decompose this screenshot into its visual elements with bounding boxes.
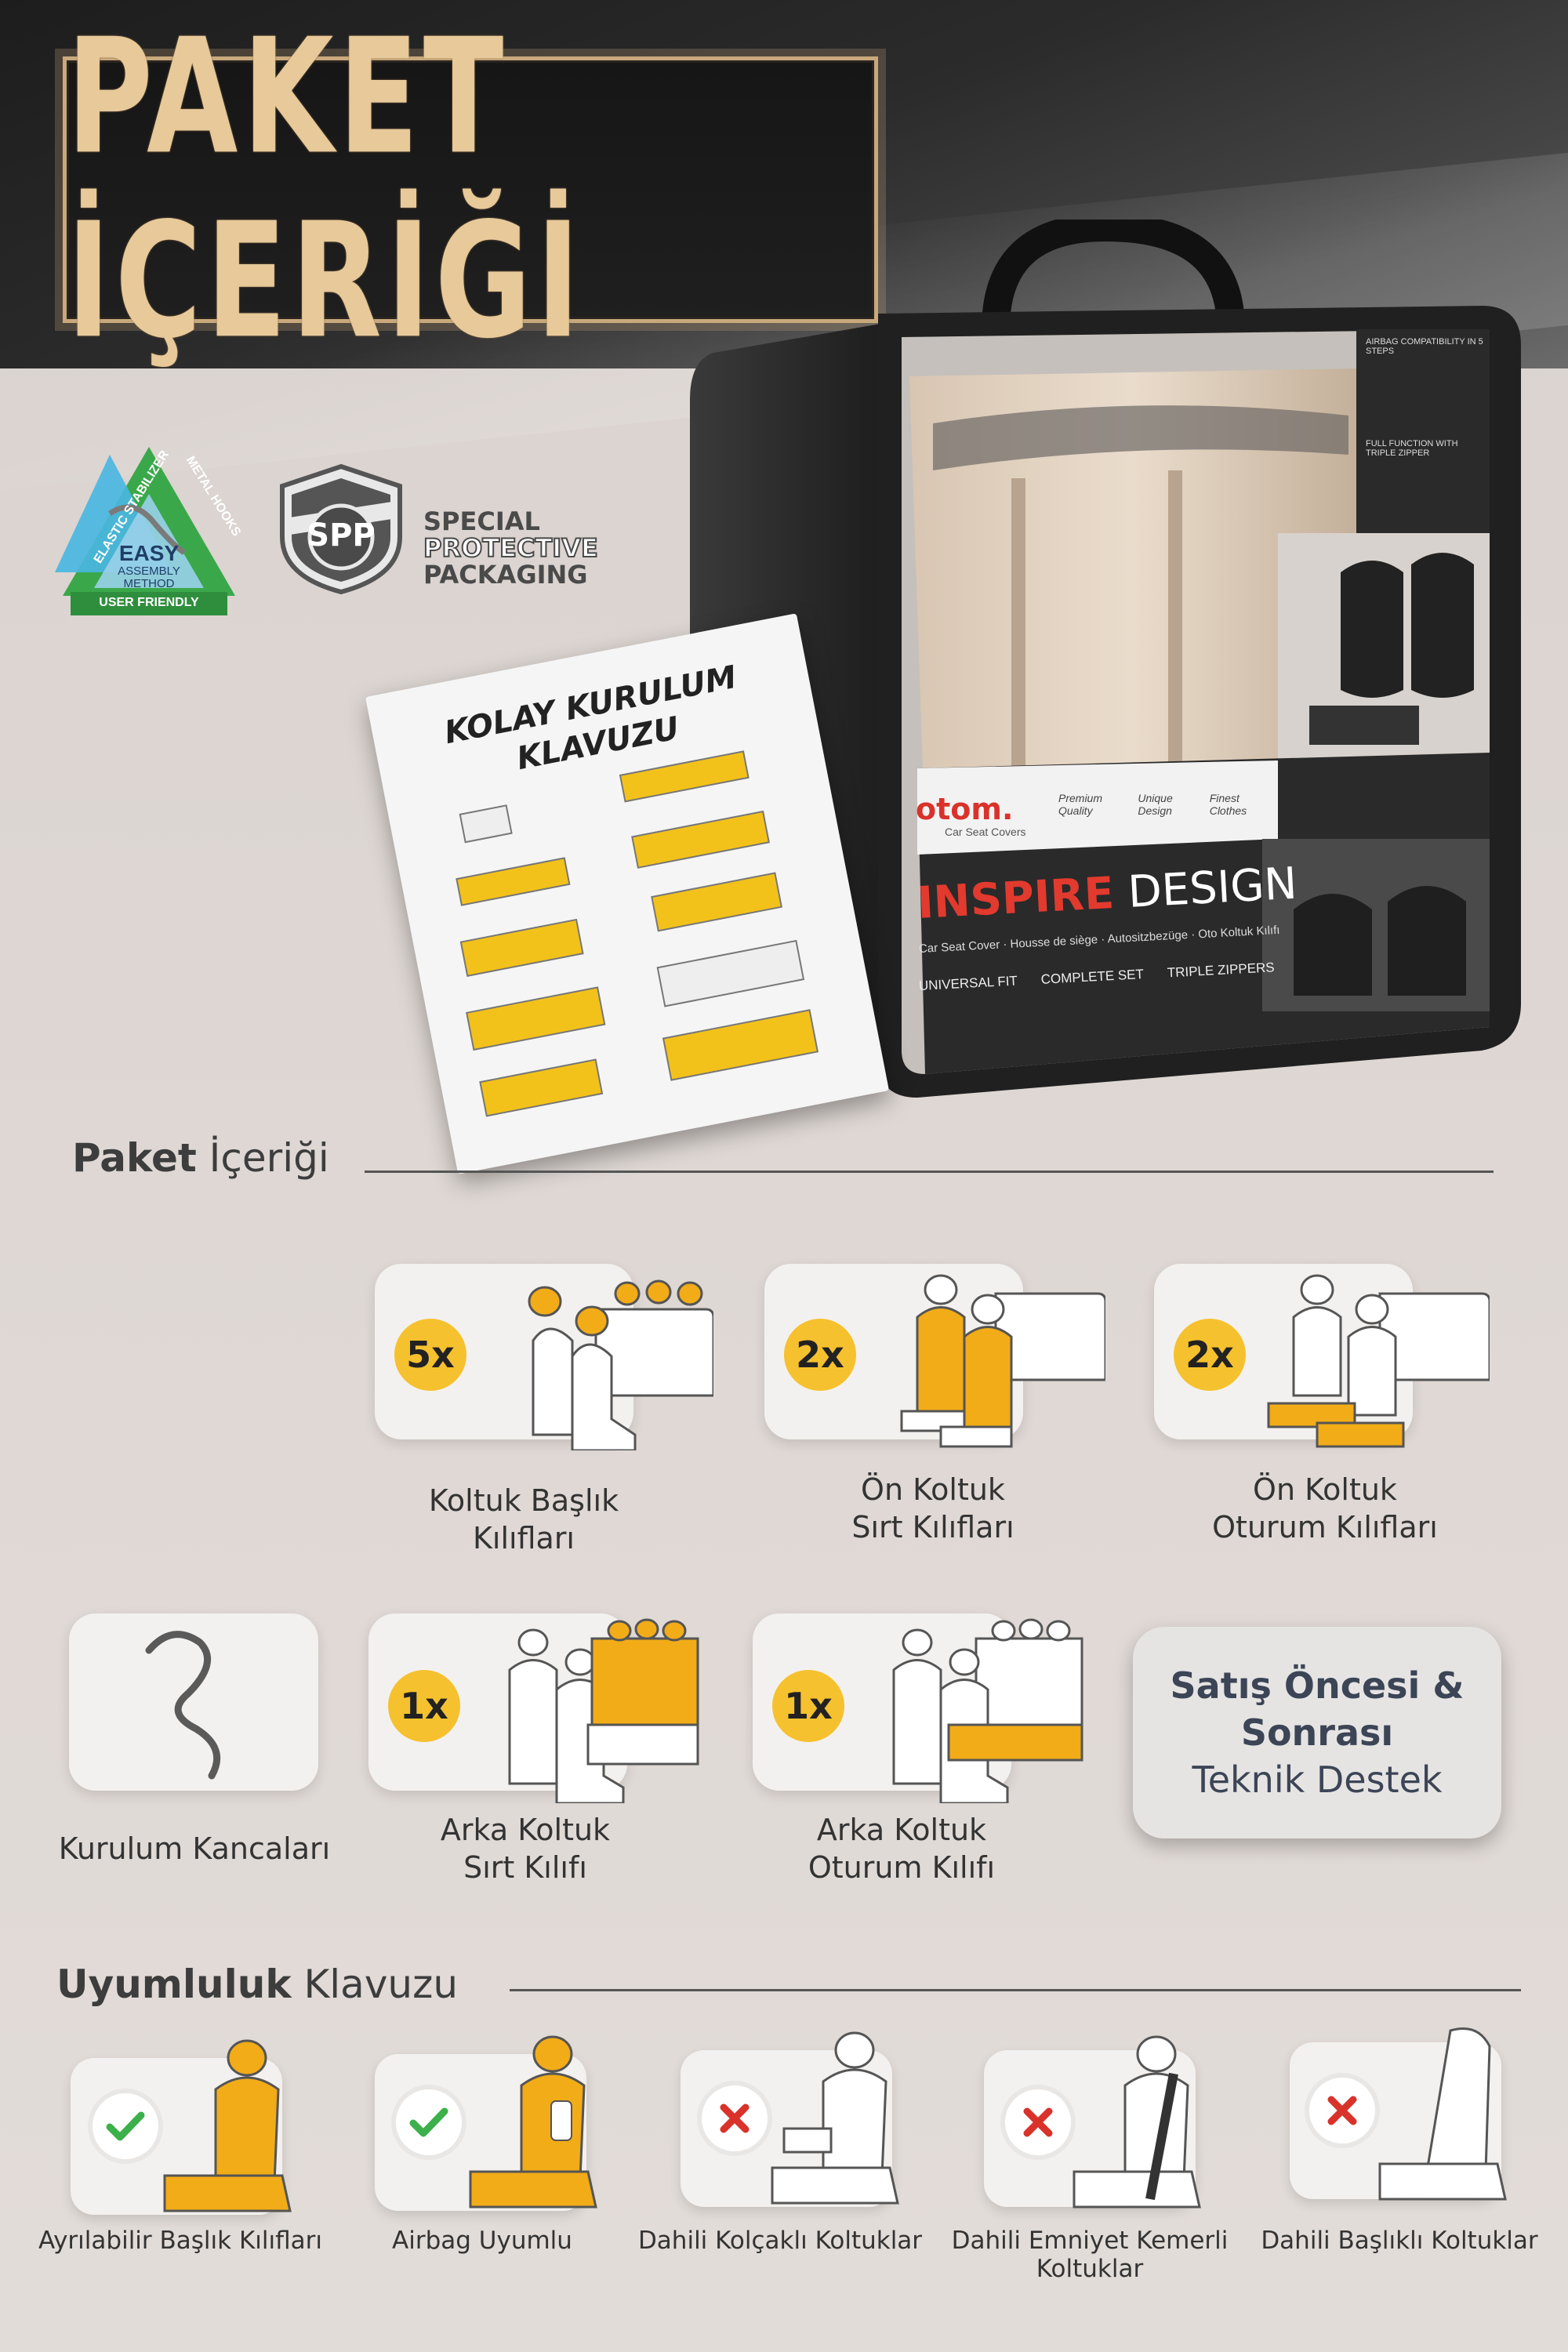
- item-qty-rear-backrest: 1x: [388, 1670, 460, 1742]
- bag-tag-premium: Premium Quality: [1058, 792, 1103, 817]
- item-caption-headrests-l1: Koltuk Başlık: [428, 1483, 619, 1518]
- compat-title-rest: Klavuzu: [291, 1962, 459, 2007]
- support-line2: Sonrası: [1240, 1711, 1394, 1754]
- item-caption-front-seats-l2: Oturum Kılıfları: [1212, 1510, 1438, 1544]
- compat-image-armrest: [771, 2031, 899, 2205]
- spp-label: SPECIAL PROTECTIVE PACKAGING: [423, 506, 599, 590]
- compat-caption-seatbelt: Dahili Emniyet Kemerli Koltuklar: [941, 2227, 1239, 2283]
- compat-caption-airbag: Airbag Uyumlu: [392, 2227, 572, 2255]
- cross-icon: [1309, 2078, 1375, 2143]
- check-icon: [396, 2089, 462, 2155]
- easy-assembly-badge: ELASTIC STABILIZER METAL HOOKS EASY ASSE…: [55, 439, 243, 627]
- item-image-front-backrests: [900, 1274, 1105, 1448]
- bag-tags: Premium Quality Unique Design Finest Clo…: [1058, 792, 1270, 817]
- compat-caption-seatbelt-l1: Dahili Emniyet Kemerli: [951, 2227, 1229, 2255]
- compat-section-title: Uyumluluk Klavuzu: [56, 1962, 458, 2007]
- compat-caption-builtin-headrest: Dahili Başlıklı Koltuklar: [1261, 2227, 1538, 2255]
- compat-image-builtin-headrest: [1378, 2027, 1507, 2201]
- item-caption-rear-seat: Arka Koltuk Oturum Kılıfı: [745, 1811, 1058, 1886]
- item-caption-rear-backrest-l2: Sırt Kılıfı: [463, 1850, 587, 1885]
- item-qty-front-seats: 2x: [1174, 1319, 1246, 1391]
- item-caption-front-backrests-l1: Ön Koltuk: [861, 1472, 1005, 1507]
- manual-sheet: KOLAY KURULUM KLAVUZU: [365, 613, 890, 1174]
- spp-line2: PROTECTIVE: [423, 533, 599, 563]
- contents-title-bold: Paket: [72, 1135, 197, 1181]
- bag-airbag-panel: AIRBAG COMPATIBILITY IN 5 STEPS: [1366, 337, 1483, 356]
- contents-section-title: Paket İçeriği: [72, 1135, 329, 1181]
- compat-image-headrest: [163, 2039, 292, 2212]
- item-image-rear-seat: [892, 1618, 1083, 1803]
- support-line3: Teknik Destek: [1192, 1759, 1443, 1801]
- cross-icon: [1005, 2089, 1071, 2155]
- easy-badge-main-text: EASY: [118, 541, 180, 565]
- compat-title-bold: Uyumluluk: [56, 1962, 292, 2007]
- spp-mark: SPP: [307, 517, 376, 554]
- easy-badge-sub1: ASSEMBLY: [118, 564, 180, 578]
- contents-divider: [365, 1171, 1494, 1173]
- compat-divider: [510, 1989, 1521, 1991]
- compat-caption-seatbelt-l2: Koltuklar: [1036, 2255, 1144, 2283]
- item-image-headrests: [528, 1279, 713, 1450]
- bag-tag-finest: Finest Clothes: [1209, 792, 1247, 817]
- spp-badge: SPP SPECIAL PROTECTIVE PACKAGING: [274, 463, 651, 596]
- easy-badge-bottom-text: USER FRIENDLY: [99, 596, 199, 609]
- item-caption-rear-seat-l1: Arka Koltuk: [816, 1813, 987, 1847]
- bag-zipper-panel: FULL FUNCTION WITH TRIPLE ZIPPER: [1366, 439, 1458, 458]
- bag-product-bold: INSPIRE: [916, 867, 1116, 929]
- item-caption-hooks: Kurulum Kancaları: [58, 1831, 331, 1866]
- item-qty-headrests: 5x: [394, 1319, 466, 1391]
- item-caption-rear-seat-l2: Oturum Kılıfı: [808, 1850, 996, 1885]
- technical-support-box: Satış Öncesi & Sonrası Teknik Destek: [1133, 1627, 1501, 1838]
- support-line1: Satış Öncesi &: [1170, 1664, 1465, 1707]
- cross-icon: [702, 2085, 768, 2151]
- item-caption-front-backrests-l2: Sırt Kılıfları: [851, 1510, 1014, 1544]
- compat-caption-headrest: Ayrılabilir Başlık Kılıfları: [38, 2227, 323, 2255]
- compat-caption-armrest: Dahili Kolçaklı Koltuklar: [637, 2227, 923, 2255]
- spp-line1: SPECIAL: [423, 506, 540, 536]
- item-image-front-seats: [1267, 1274, 1490, 1448]
- item-qty-front-backrests: 2x: [784, 1319, 856, 1391]
- page-title: PAKET İÇERİĞİ: [67, 5, 585, 374]
- item-caption-rear-backrest-l1: Arka Koltuk: [440, 1813, 611, 1847]
- item-caption-headrests-l2: Kılıfları: [473, 1521, 575, 1555]
- item-card-hooks: [69, 1613, 318, 1791]
- bag-tag-unique: Unique Design: [1138, 792, 1173, 817]
- bag-brand-sub: Car Seat Covers: [945, 826, 1026, 838]
- easy-badge-sub2: METHOD: [123, 577, 175, 590]
- item-caption-headrests: Koltuk Başlık Kılıfları: [367, 1482, 681, 1557]
- item-caption-front-backrests: Ön Koltuk Sırt Kılıfları: [764, 1471, 1102, 1546]
- compat-image-seatbelt: [1073, 2035, 1201, 2209]
- item-caption-rear-backrest: Arka Koltuk Sırt Kılıfı: [368, 1811, 682, 1886]
- installation-manual: KOLAY KURULUM KLAVUZU: [365, 613, 890, 1174]
- hook-icon: [145, 1631, 221, 1780]
- contents-title-rest: İçeriği: [196, 1135, 329, 1181]
- item-qty-rear-seat: 1x: [772, 1670, 844, 1742]
- item-image-rear-backrest: [508, 1618, 699, 1803]
- check-icon: [93, 2093, 158, 2159]
- item-caption-front-seats: Ön Koltuk Oturum Kılıfları: [1152, 1471, 1497, 1546]
- item-caption-front-seats-l1: Ön Koltuk: [1253, 1472, 1397, 1507]
- bag-brand: otom.: [916, 792, 1014, 826]
- bag-product-rest: DESIGN: [1127, 858, 1299, 918]
- spp-line3: PACKAGING: [423, 560, 588, 590]
- hero-banner: PAKET İÇERİĞİ: [0, 0, 1568, 491]
- compat-image-airbag: [469, 2035, 597, 2209]
- title-frame: PAKET İÇERİĞİ: [63, 5, 878, 374]
